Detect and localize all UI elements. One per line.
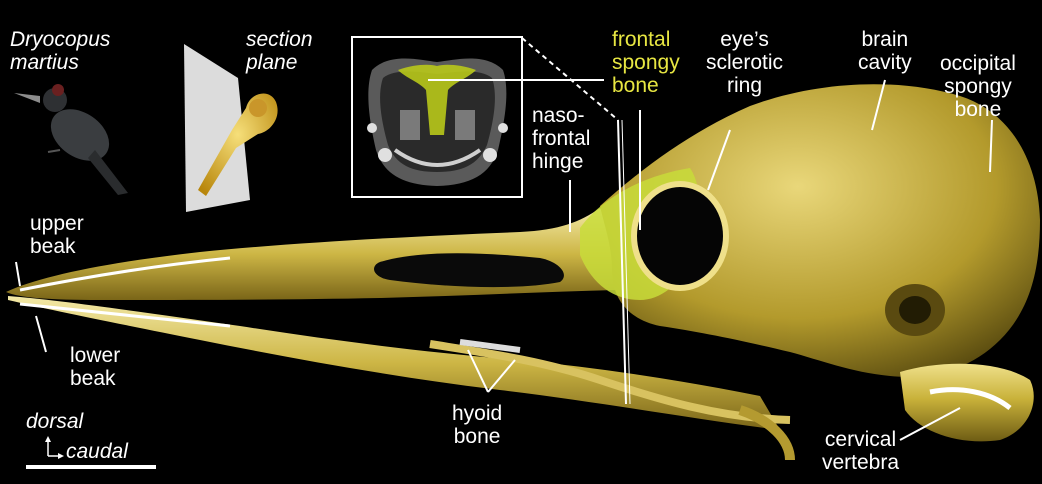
label-leader-lines <box>15 37 993 441</box>
occipital-spongy-bone-label: occipital spongy bone <box>940 52 1016 121</box>
lower-beak-shape <box>8 296 780 430</box>
species-label: Dryocopus martius <box>10 28 111 74</box>
cervical-vertebra-label: cervical vertebra <box>822 428 900 474</box>
sclerotic-ring <box>631 181 729 291</box>
eye-orbit <box>634 184 726 288</box>
ct-section-inset <box>351 36 523 198</box>
naso-frontal-hinge-label: naso- frontal hinge <box>532 104 591 173</box>
lower-beak-label: lower beak <box>70 344 121 390</box>
orientation-arrows <box>45 436 64 459</box>
upper-beak-shape <box>6 208 620 300</box>
frontal-spongy-bone-label: frontal spongy bone <box>612 28 680 97</box>
caudal-label: caudal <box>66 440 128 463</box>
section-plane-label: section plane <box>246 28 313 74</box>
section-plane-illustration <box>184 44 278 212</box>
hyoid-bone-label: hyoid bone <box>452 402 503 448</box>
woodpecker-icon <box>14 84 128 195</box>
hyoid-horn <box>429 340 791 424</box>
scale-bar <box>26 465 156 469</box>
eyes-sclerotic-ring-label: eye’s sclerotic ring <box>706 28 784 97</box>
upper-beak-label: upper beak <box>30 212 84 258</box>
dorsal-label: dorsal <box>26 410 84 433</box>
brain-cavity-label: brain cavity <box>858 28 912 74</box>
